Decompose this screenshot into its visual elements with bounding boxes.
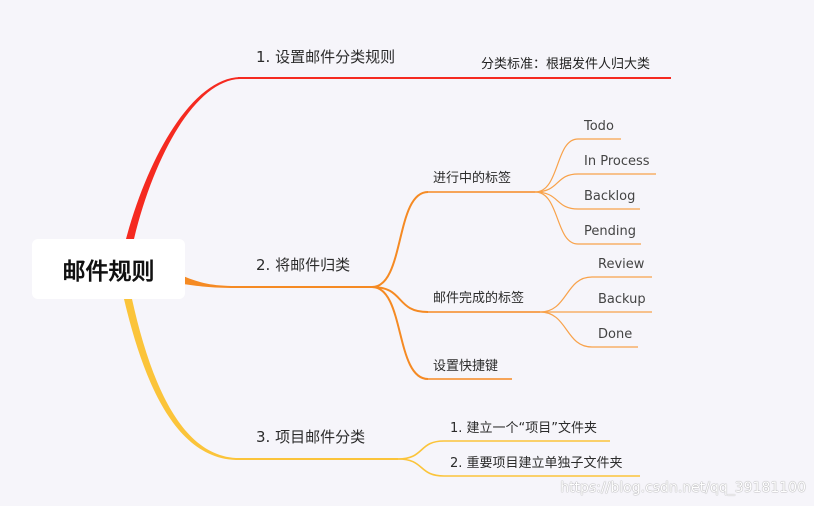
branch-1-label[interactable]: 1. 设置邮件分类规则 bbox=[256, 48, 396, 66]
connector-group-2 bbox=[371, 286, 429, 313]
connector-leaf-todo bbox=[534, 138, 579, 193]
branch-3-label[interactable]: 3. 项目邮件分类 bbox=[256, 428, 366, 446]
group-3-label[interactable]: 设置快捷键 bbox=[433, 359, 499, 374]
leaf-project-folder[interactable]: 1. 建立一个“项目”文件夹 bbox=[450, 421, 598, 436]
leaf-pending[interactable]: Pending bbox=[584, 224, 636, 239]
leaf-backlog[interactable]: Backlog bbox=[584, 189, 636, 204]
connector-branch-2 bbox=[183, 276, 236, 288]
root-label: 邮件规则 bbox=[62, 259, 155, 285]
branch-1-child-label[interactable]: 分类标准：根据发件人归大类 bbox=[481, 57, 651, 72]
connector-leaf-project-folder bbox=[397, 440, 445, 460]
leaf-review[interactable]: Review bbox=[598, 257, 645, 272]
branch-2-label[interactable]: 2. 将邮件归类 bbox=[256, 256, 351, 274]
leaf-done[interactable]: Done bbox=[598, 327, 633, 342]
connector-leaf-in-process bbox=[534, 173, 579, 193]
connector-leaf-pending bbox=[534, 191, 579, 245]
leaf-in-process[interactable]: In Process bbox=[584, 154, 650, 169]
watermark: https://blog.csdn.net/qq_39181100 bbox=[560, 480, 806, 496]
root-node[interactable]: 邮件规则 bbox=[32, 239, 185, 299]
connector-leaf-review bbox=[539, 276, 593, 313]
group-1-label[interactable]: 进行中的标签 bbox=[433, 171, 512, 186]
connector-branch-1 bbox=[126, 77, 240, 239]
connector-leaf-done bbox=[539, 311, 593, 348]
leaf-backup[interactable]: Backup bbox=[598, 292, 646, 307]
connector-group-1 bbox=[371, 191, 429, 288]
connector-branch-3 bbox=[124, 299, 236, 460]
connector-group-3 bbox=[371, 286, 429, 380]
connector-leaf-backlog bbox=[534, 191, 579, 210]
leaf-todo[interactable]: Todo bbox=[584, 119, 614, 134]
group-2-label[interactable]: 邮件完成的标签 bbox=[433, 291, 525, 306]
connector-leaf-subfolder bbox=[397, 458, 445, 477]
leaf-subfolder[interactable]: 2. 重要项目建立单独子文件夹 bbox=[450, 456, 623, 471]
